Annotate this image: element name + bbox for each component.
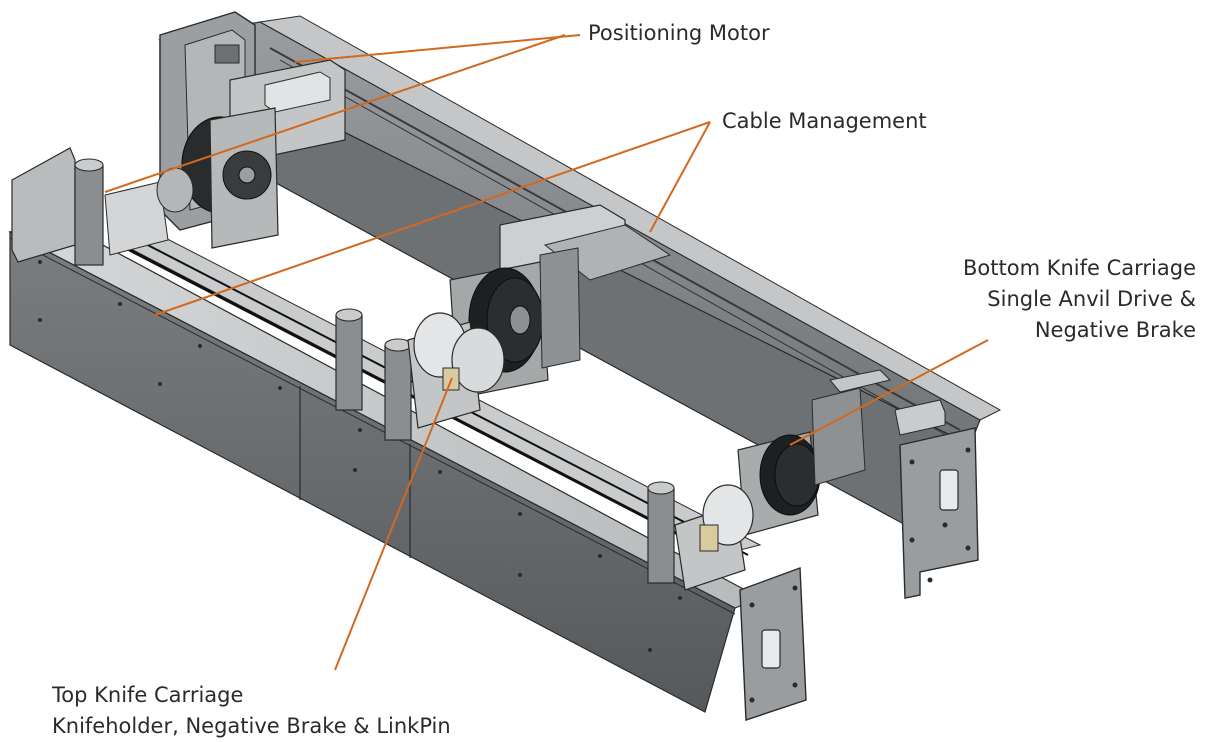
leader-positioning-motor-1 <box>294 34 581 63</box>
label-cable-management: Cable Management <box>722 106 927 137</box>
back-left-drive <box>181 107 279 249</box>
right-back-end-plate <box>894 399 979 599</box>
leader-bottom-knife <box>789 339 989 446</box>
label-top-knife-carriage: Top Knife Carriage Knifeholder, Negative… <box>52 680 451 742</box>
leader-cable-management-1 <box>154 121 711 316</box>
top-knife-carriage <box>335 308 505 441</box>
label-positioning-motor: Positioning Motor <box>588 18 770 49</box>
positioning-motor-text: Positioning Motor <box>588 21 770 45</box>
left-front-carriage <box>11 147 194 266</box>
label-bottom-knife-carriage: Bottom Knife Carriage Single Anvil Drive… <box>963 253 1196 346</box>
leader-lines <box>104 34 989 671</box>
top-knife-line-2: Knifeholder, Negative Brake & LinkPin <box>52 714 451 738</box>
bottom-knife-line-3: Negative Brake <box>1034 318 1196 342</box>
front-right-end-plate <box>739 567 807 721</box>
bottom-knife-carriage <box>737 369 891 536</box>
front-right-carriage <box>647 481 754 591</box>
leader-cable-management-2 <box>649 121 711 233</box>
leader-top-knife <box>334 377 453 671</box>
bottom-knife-line-2: Single Anvil Drive & <box>987 287 1196 311</box>
top-knife-line-1: Top Knife Carriage <box>52 683 244 707</box>
bottom-knife-line-1: Bottom Knife Carriage <box>963 256 1196 280</box>
cable-management-text: Cable Management <box>722 109 927 133</box>
leader-positioning-motor-2 <box>104 34 566 193</box>
